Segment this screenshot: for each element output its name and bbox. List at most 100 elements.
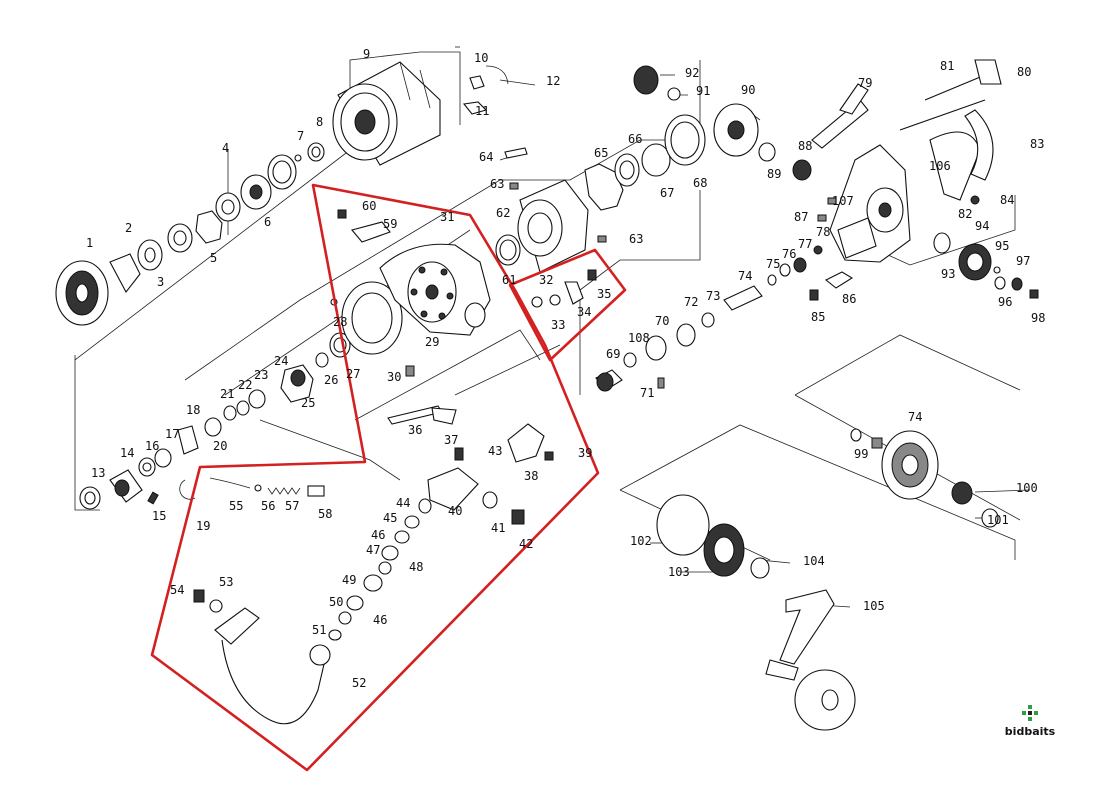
callout-63: 63 <box>490 177 504 191</box>
callout-74: 74 <box>738 269 752 283</box>
callout-71: 71 <box>640 386 654 400</box>
callout-75: 75 <box>766 257 780 271</box>
callout-9: 9 <box>363 47 370 61</box>
callout-25: 25 <box>301 396 315 410</box>
callout-83: 83 <box>1030 137 1044 151</box>
callout-87: 87 <box>794 210 808 224</box>
callout-86: 86 <box>842 292 856 306</box>
body-cup <box>517 179 589 273</box>
callout-60: 60 <box>362 199 376 213</box>
highlighted-rotor-bail-group <box>150 183 627 772</box>
callout-26: 26 <box>324 373 338 387</box>
brand-logo: bidbaits <box>1000 705 1060 741</box>
rotor <box>379 243 491 336</box>
assembly-guide-lines <box>74 46 1031 608</box>
callout-44: 44 <box>396 496 410 510</box>
callout-68: 68 <box>693 176 707 190</box>
callout-18: 18 <box>186 403 200 417</box>
callout-38: 38 <box>524 469 538 483</box>
callout-48: 48 <box>409 560 423 574</box>
highlight-outline-small <box>508 248 627 362</box>
callout-103: 103 <box>668 565 690 579</box>
callout-62: 62 <box>496 206 510 220</box>
callout-8: 8 <box>316 115 323 129</box>
callout-69: 69 <box>606 347 620 361</box>
callout-88: 88 <box>798 139 812 153</box>
callout-19: 19 <box>196 519 210 533</box>
callout-30: 30 <box>387 370 401 384</box>
callout-46: 46 <box>371 528 385 542</box>
callout-102: 102 <box>630 534 652 548</box>
brand-name: bidbaits <box>1004 725 1056 738</box>
callout-16: 16 <box>145 439 159 453</box>
callout-65: 65 <box>594 146 608 160</box>
callout-105: 105 <box>863 599 885 613</box>
callout-91: 91 <box>696 84 710 98</box>
callout-46: 46 <box>373 613 387 627</box>
callout-93: 93 <box>941 267 955 281</box>
drag-knob <box>55 260 109 326</box>
callout-6: 6 <box>264 215 271 229</box>
drive-gear <box>881 430 939 500</box>
callout-22: 22 <box>238 378 252 392</box>
callout-96: 96 <box>998 295 1012 309</box>
callout-45: 45 <box>383 511 397 525</box>
callout-55: 55 <box>229 499 243 513</box>
handle <box>765 589 856 731</box>
callout-74: 74 <box>908 410 922 424</box>
callout-54: 54 <box>170 583 184 597</box>
callout-13: 13 <box>91 466 105 480</box>
callout-79: 79 <box>858 76 872 90</box>
callout-31: 31 <box>440 210 454 224</box>
callout-59: 59 <box>383 217 397 231</box>
callout-80: 80 <box>1017 65 1031 79</box>
callout-100: 100 <box>1016 481 1038 495</box>
callout-107: 107 <box>832 194 854 208</box>
callout-41: 41 <box>491 521 505 535</box>
callout-2: 2 <box>125 221 132 235</box>
callout-53: 53 <box>219 575 233 589</box>
callout-14: 14 <box>120 446 134 460</box>
callout-23: 23 <box>254 368 268 382</box>
callout-90: 90 <box>741 83 755 97</box>
reel-body <box>829 144 911 263</box>
callout-77: 77 <box>798 237 812 251</box>
callout-1: 1 <box>86 236 93 250</box>
callout-66: 66 <box>628 132 642 146</box>
callout-51: 51 <box>312 623 326 637</box>
callout-12: 12 <box>546 74 560 88</box>
callout-34: 34 <box>577 305 591 319</box>
callout-82: 82 <box>958 207 972 221</box>
callout-94: 94 <box>975 219 989 233</box>
callout-64: 64 <box>479 150 493 164</box>
callout-32: 32 <box>539 273 553 287</box>
callout-29: 29 <box>425 335 439 349</box>
bidbaits-logo-icon <box>1022 705 1038 721</box>
callout-78: 78 <box>816 225 830 239</box>
callout-73: 73 <box>706 289 720 303</box>
callout-7: 7 <box>297 129 304 143</box>
callout-63: 63 <box>629 232 643 246</box>
callout-47: 47 <box>366 543 380 557</box>
callout-27: 27 <box>346 367 360 381</box>
callout-3: 3 <box>157 275 164 289</box>
callout-70: 70 <box>655 314 669 328</box>
callout-99: 99 <box>854 447 868 461</box>
callout-17: 17 <box>165 427 179 441</box>
callout-10: 10 <box>474 51 488 65</box>
callout-81: 81 <box>940 59 954 73</box>
callout-101: 101 <box>987 513 1009 527</box>
callout-84: 84 <box>1000 193 1014 207</box>
callout-108: 108 <box>628 331 650 345</box>
callout-40: 40 <box>448 504 462 518</box>
callout-98: 98 <box>1031 311 1045 325</box>
callout-76: 76 <box>782 247 796 261</box>
callout-49: 49 <box>342 573 356 587</box>
callout-57: 57 <box>285 499 299 513</box>
callout-42: 42 <box>519 537 533 551</box>
callout-61: 61 <box>502 273 516 287</box>
callout-28: 28 <box>333 315 347 329</box>
callout-37: 37 <box>444 433 458 447</box>
